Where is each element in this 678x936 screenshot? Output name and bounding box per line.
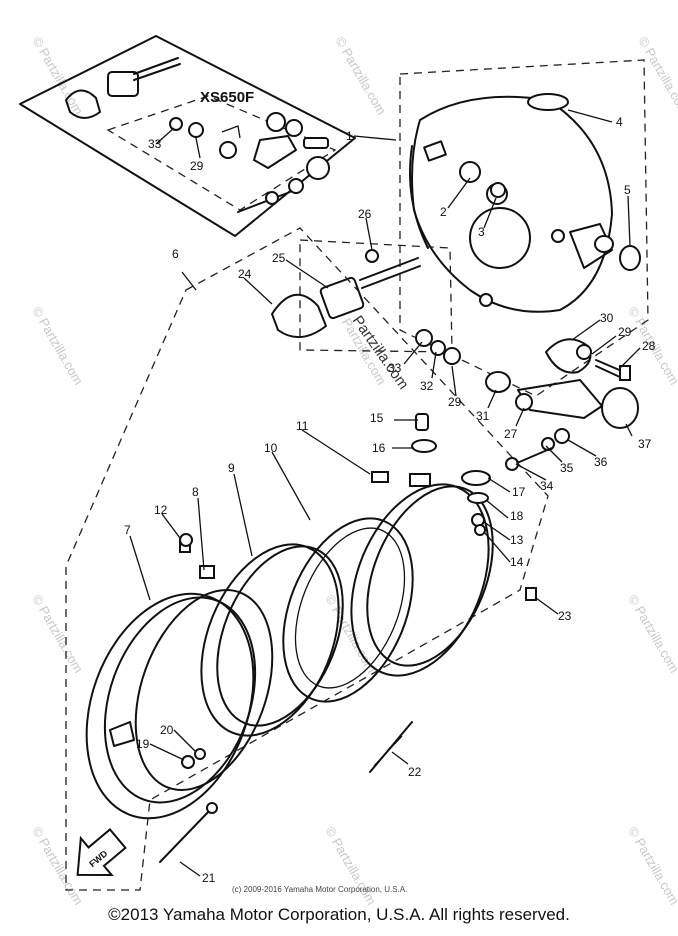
callout-6: 6	[172, 247, 179, 261]
fwd-arrow: FWD	[76, 828, 127, 877]
callout-33: 33	[388, 361, 402, 375]
callouts: 1 2 3 4 5 6 7 8 9 10 11 12 13 14 15 16 1…	[124, 115, 656, 885]
callout-13: 13	[510, 533, 524, 547]
callout-16: 16	[372, 441, 386, 455]
watermark: © Partzilla.com	[625, 592, 678, 675]
watermark: © Partzilla.com	[625, 824, 678, 907]
callout-22: 22	[408, 765, 422, 779]
callout-7: 7	[124, 523, 131, 537]
watermark: © Partzilla.com	[29, 304, 86, 387]
watermarks: © Partzilla.com © Partzilla.com © Partzi…	[29, 34, 678, 907]
headlight-shell	[399, 59, 649, 397]
callout-26: 26	[358, 207, 372, 221]
callout-35: 35	[560, 461, 574, 475]
callout-10: 10	[264, 441, 278, 455]
callout-9: 9	[228, 461, 235, 475]
bulb-socket	[271, 239, 461, 365]
callout-31: 31	[476, 409, 490, 423]
watermark: © Partzilla.com	[332, 34, 389, 117]
copyright-footer: ©2013 Yamaha Motor Corporation, U.S.A. A…	[108, 905, 570, 924]
diagram-copyright: (c) 2009-2016 Yamaha Motor Corporation, …	[232, 885, 407, 894]
callout-5: 5	[624, 183, 631, 197]
callout-24: 24	[238, 267, 252, 281]
watermark: © Partzilla.com	[635, 34, 678, 117]
leader-lines	[129, 109, 641, 877]
variant-label: XS650F	[200, 89, 254, 106]
mounting-hardware	[485, 338, 639, 471]
callout-25: 25	[272, 251, 286, 265]
callout-23: 23	[558, 609, 572, 623]
assembly-frame	[65, 227, 549, 891]
callout-3: 3	[478, 225, 485, 239]
callout-17: 17	[512, 485, 526, 499]
callout-2: 2	[440, 205, 447, 219]
callout-34: 34	[540, 479, 554, 493]
misc-hardware	[159, 413, 537, 863]
sealed-beam	[199, 471, 494, 737]
callout-32: 32	[420, 379, 434, 393]
callout-18: 18	[510, 509, 524, 523]
callout-37: 37	[638, 437, 652, 451]
headlight-rim	[85, 539, 274, 820]
callout-21: 21	[202, 871, 216, 885]
callout-15: 15	[370, 411, 384, 425]
callout-11: 11	[296, 419, 309, 433]
callout-8: 8	[192, 485, 199, 499]
callout-29: 29	[190, 159, 204, 173]
callout-1: 1	[346, 129, 353, 143]
callout-28: 28	[642, 339, 656, 353]
watermark: © Partzilla.com	[322, 824, 379, 907]
callout-33: 33	[148, 137, 162, 151]
callout-4: 4	[616, 115, 623, 129]
callout-20: 20	[160, 723, 174, 737]
callout-12: 12	[154, 503, 168, 517]
callout-27: 27	[504, 427, 518, 441]
callout-30: 30	[600, 311, 614, 325]
xs650f-inset: XS650F	[19, 35, 356, 237]
callout-29: 29	[618, 325, 632, 339]
callout-19: 19	[136, 737, 150, 751]
watermark: © Partzilla.com	[29, 592, 86, 675]
callout-36: 36	[594, 455, 608, 469]
callout-14: 14	[510, 555, 524, 569]
callout-29: 29	[448, 395, 462, 409]
